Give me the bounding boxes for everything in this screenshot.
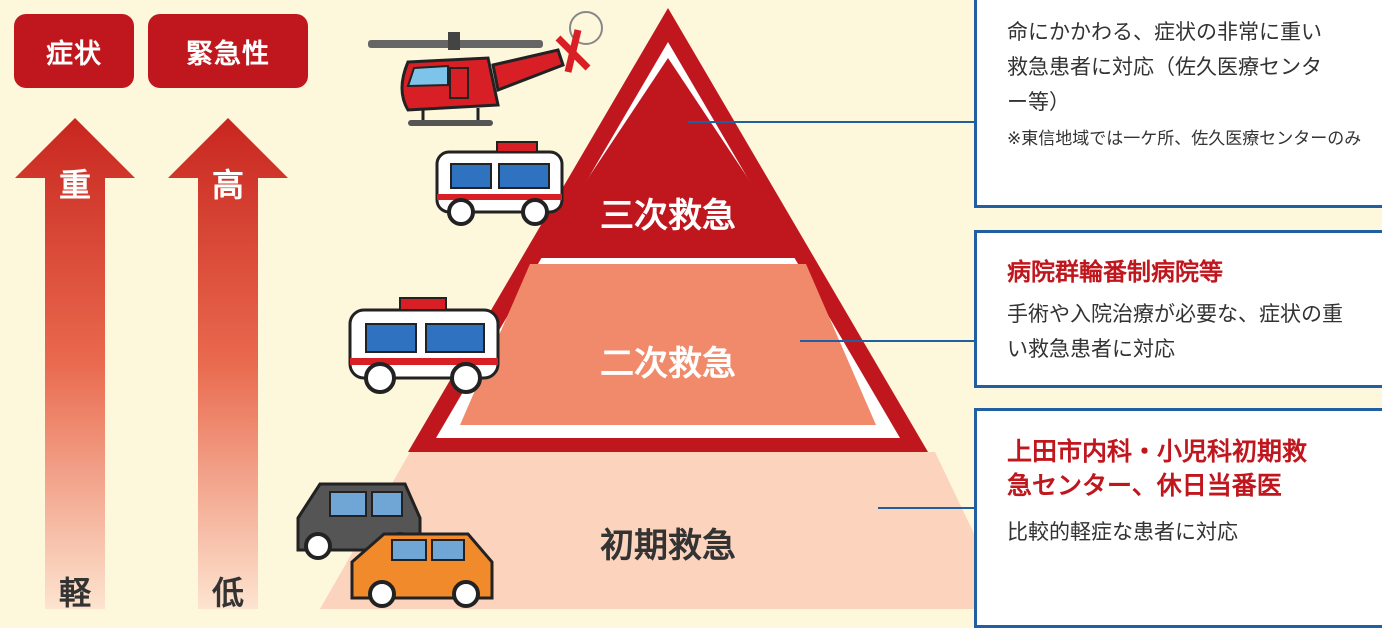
tertiary-description: 命にかかわる、症状の非常に重い救急患者に対応（佐久医療センター等） (1007, 20, 1322, 114)
helicopter-icon (368, 11, 603, 126)
secondary-level-shape (460, 264, 876, 425)
urgency-arrow (168, 118, 288, 609)
primary-description: 比較的軽症な患者に対応 (1007, 520, 1238, 544)
urgency-high-label: 高 (211, 166, 244, 204)
symptom-badge: 症状 (14, 14, 134, 88)
car-icon (350, 532, 494, 608)
tertiary-label: 三次救急 (600, 196, 736, 236)
tertiary-level-shape (535, 58, 801, 258)
primary-label: 初期救急 (600, 526, 736, 566)
tertiary-note: ※東信地域では一ケ所、佐久医療センターのみ (1007, 129, 1362, 149)
primary-title: 上田市内科・小児科初期救急センター、休日当番医 (1007, 437, 1308, 500)
secondary-info-box: 病院群輪番制病院等 手術や入院治療が必要な、症状の重い救急患者に対応 (974, 230, 1382, 388)
primary-info-box: 上田市内科・小児科初期救急センター、休日当番医 比較的軽症な患者に対応 (974, 408, 1382, 628)
pyramid-diagram (15, 8, 1010, 609)
urgency-low-label: 低 (211, 574, 244, 612)
urgency-badge: 緊急性 (148, 14, 308, 88)
ambulance-icon (348, 297, 500, 394)
secondary-title: 病院群輪番制病院等 (1007, 258, 1223, 286)
tertiary-info-box: 命にかかわる、症状の非常に重い救急患者に対応（佐久医療センター等） ※東信地域で… (974, 0, 1382, 208)
symptom-low-label: 軽 (58, 574, 91, 612)
secondary-label: 二次救急 (600, 344, 736, 384)
symptom-arrow (15, 118, 135, 609)
ambulance-icon (435, 141, 564, 226)
secondary-description: 手術や入院治療が必要な、症状の重い救急患者に対応 (1007, 302, 1343, 361)
symptom-high-label: 重 (58, 166, 91, 204)
